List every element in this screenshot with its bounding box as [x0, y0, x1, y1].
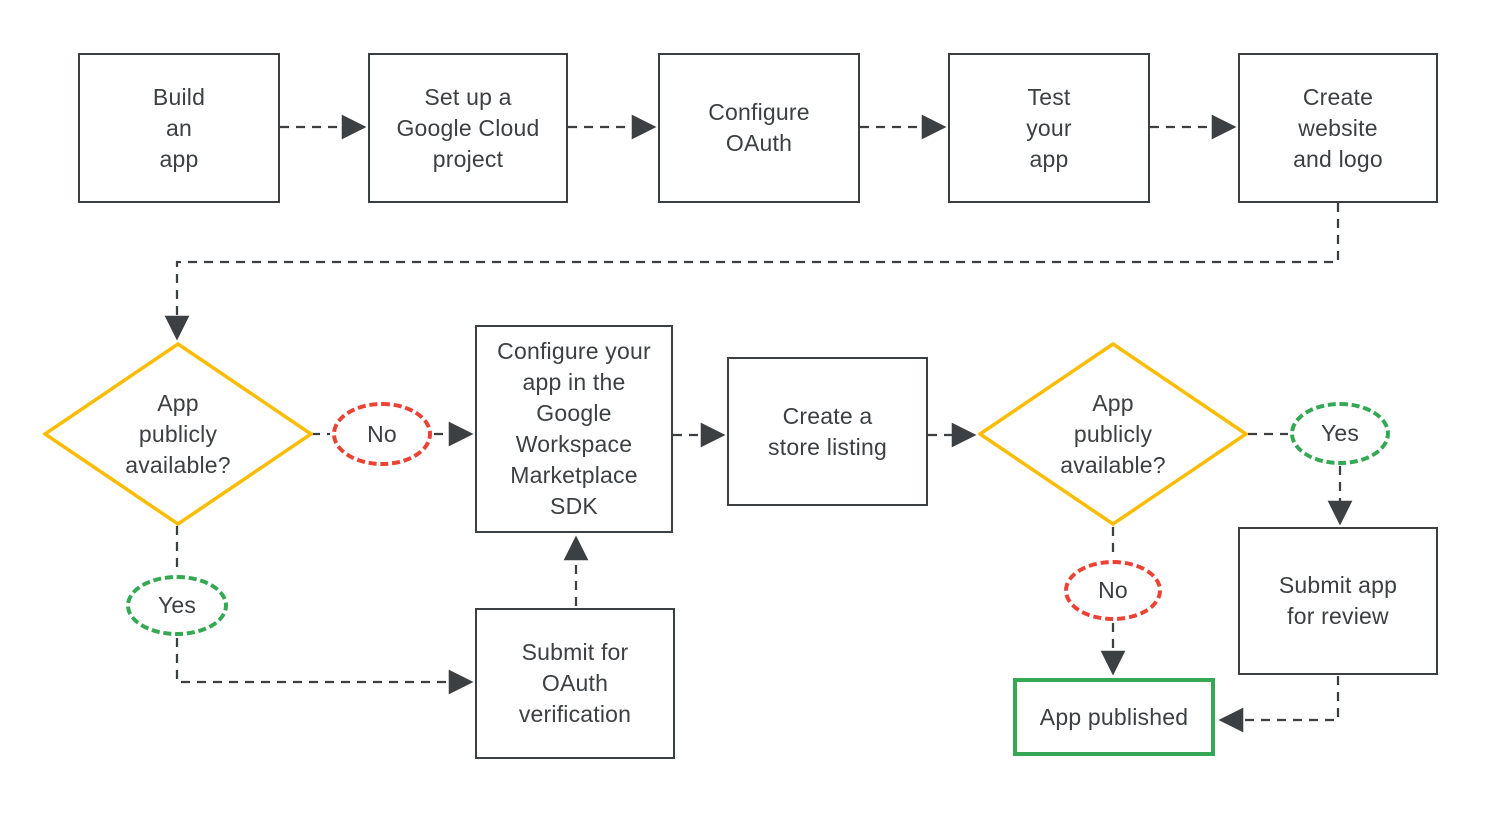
diamond-icon: [43, 342, 313, 526]
step-label: App published: [1039, 703, 1189, 730]
branch-label-yes-1: Yes: [126, 575, 228, 636]
diamond-icon: [978, 342, 1248, 526]
step-label: Configure OAuth: [708, 99, 810, 156]
branch-label: No: [1098, 577, 1128, 603]
step-label: Configure your app in the Google Workspa…: [497, 338, 651, 519]
branch-label-no-2: No: [1064, 560, 1162, 621]
connector-website-to-decision1: [164, 203, 1340, 341]
step-submit-for-oauth-verification: Submit for OAuth verification: [475, 608, 675, 759]
branch-label: No: [367, 420, 397, 447]
connector-review-to-published: [1218, 676, 1340, 733]
branch-label: Yes: [157, 592, 197, 618]
step-create-website-and-logo: Create website and logo: [1238, 53, 1438, 203]
step-label: Build an app: [152, 83, 206, 172]
step-test-your-app: Test your app: [948, 53, 1150, 203]
step-create-store-listing: Create a store listing: [727, 357, 928, 506]
step-label: Create website and logo: [1293, 83, 1383, 172]
step-label: Submit app for review: [1278, 572, 1398, 629]
connector-yes1-to-verify: [175, 638, 474, 695]
step-app-published: App published: [1013, 678, 1215, 756]
step-label: Submit for OAuth verification: [518, 639, 632, 727]
step-setup-google-cloud-project: Set up a Google Cloud project: [368, 53, 568, 203]
decision-label: App publicly available?: [1060, 389, 1166, 478]
decision-app-publicly-available-2: App publicly available?: [978, 342, 1248, 526]
step-label: Set up a Google Cloud project: [396, 83, 540, 172]
step-configure-oauth: Configure OAuth: [658, 53, 860, 203]
step-label: Create a store listing: [768, 402, 887, 460]
branch-label: Yes: [1320, 420, 1360, 446]
decision-app-publicly-available-1: App publicly available?: [43, 342, 313, 526]
step-configure-app-in-marketplace-sdk: Configure your app in the Google Workspa…: [475, 325, 673, 533]
decision-label: App publicly available?: [125, 389, 231, 478]
branch-label-no-1: No: [332, 402, 432, 466]
step-label: Test your app: [1026, 83, 1072, 172]
branch-label-yes-2: Yes: [1290, 402, 1390, 465]
step-build-an-app: Build an app: [78, 53, 280, 203]
step-submit-app-for-review: Submit app for review: [1238, 527, 1438, 675]
